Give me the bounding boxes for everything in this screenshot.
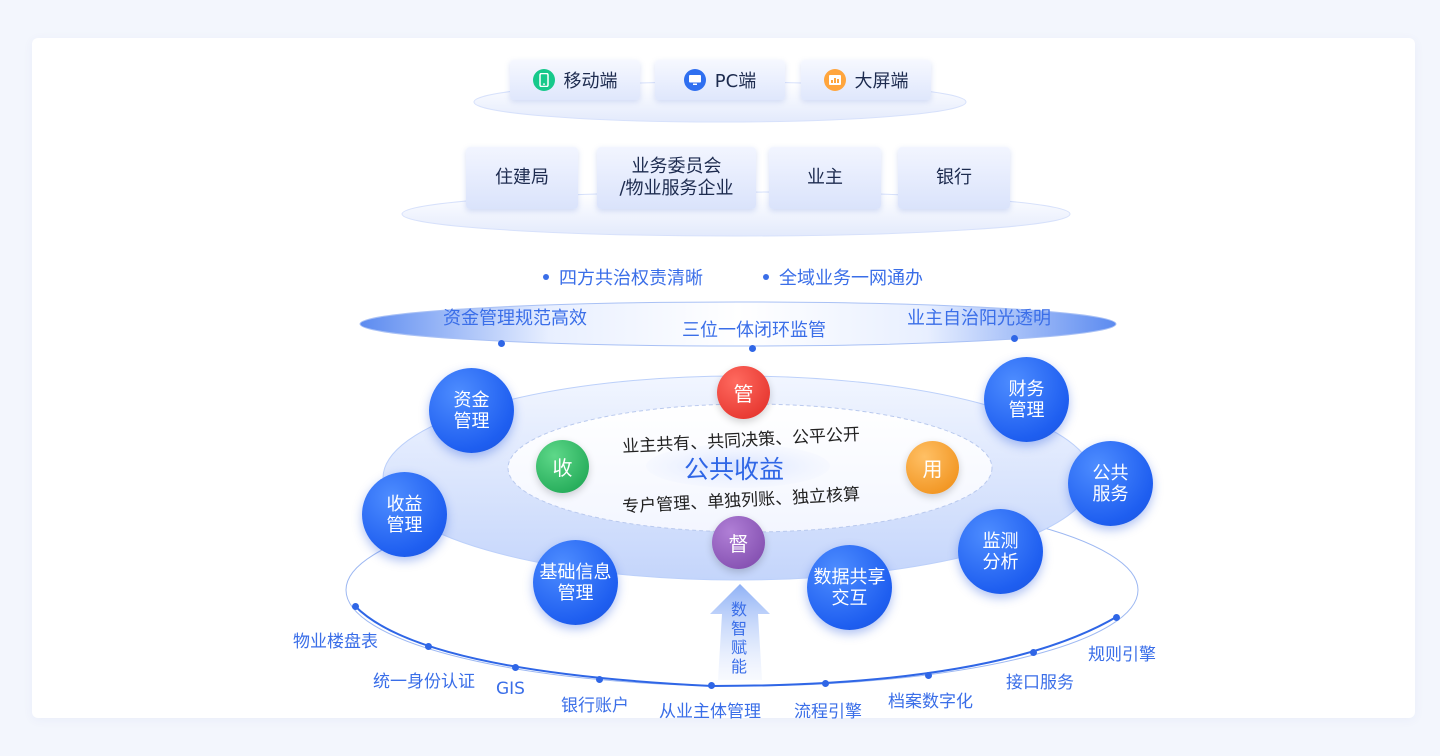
- base-dot: [822, 680, 829, 687]
- arrow-text: 数 智 赋 能: [730, 600, 747, 676]
- bullet-dot: [543, 274, 549, 280]
- device-bigscreen[interactable]: 大屏端: [801, 60, 931, 100]
- base-label-workflow: 流程引擎: [794, 702, 862, 722]
- module-income[interactable]: 收益管理: [362, 472, 447, 557]
- module-basic-info[interactable]: 基础信息管理: [533, 540, 618, 625]
- ring-label-fund: 资金管理规范高效: [443, 308, 587, 329]
- base-dot: [512, 664, 519, 671]
- device-mobile[interactable]: 移动端: [510, 60, 640, 100]
- base-label-interface: 接口服务: [1006, 673, 1074, 693]
- module-finance[interactable]: 财务管理: [984, 357, 1069, 442]
- dashboard-icon: [823, 69, 846, 91]
- base-label-building: 物业楼盘表: [293, 632, 378, 652]
- monitor-icon: [683, 69, 706, 91]
- module-data-share[interactable]: 数据共享交互: [807, 545, 892, 630]
- mobile-icon: [532, 69, 555, 91]
- base-dot: [1113, 614, 1120, 621]
- center-title: 公共收益: [684, 455, 785, 484]
- device-pc[interactable]: PC端: [655, 60, 785, 100]
- base-label-bank-account: 银行账户: [561, 696, 629, 716]
- module-fund[interactable]: 资金管理: [429, 368, 514, 453]
- device-label: PC端: [714, 71, 757, 92]
- device-label: 大屏端: [854, 71, 909, 92]
- value-ring: [359, 301, 1117, 347]
- base-label-archive: 档案数字化: [888, 692, 973, 712]
- core-highlight: [646, 444, 830, 488]
- base-dot: [596, 676, 603, 683]
- ring-label-supervision: 三位一体闭环监管: [682, 320, 826, 341]
- role-bank: 银行: [898, 147, 1010, 209]
- device-label: 移动端: [563, 71, 618, 92]
- bullet-one-network: 全域业务一网通办: [763, 264, 923, 290]
- ring-dot: [498, 340, 505, 347]
- ring-dot: [1011, 335, 1018, 342]
- base-label-rules: 规则引擎: [1088, 645, 1156, 665]
- module-monitor[interactable]: 监测分析: [958, 509, 1043, 594]
- role-housing-bureau: 住建局: [466, 147, 578, 209]
- base-dot: [1030, 649, 1037, 656]
- base-dot: [425, 643, 432, 650]
- base-dot: [352, 603, 359, 610]
- ring-label-autonomy: 业主自治阳光透明: [907, 308, 1051, 329]
- base-dot: [708, 682, 715, 689]
- node-shou: 收: [536, 440, 589, 493]
- role-committee: 业务委员会 /物业服务企业: [597, 147, 756, 209]
- base-label-identity: 统一身份认证: [373, 672, 475, 692]
- base-dot: [925, 672, 932, 679]
- base-label-gis: GIS: [496, 679, 525, 699]
- node-yong: 用: [906, 441, 959, 494]
- bullet-dot: [763, 274, 769, 280]
- node-guan: 管: [717, 366, 770, 419]
- base-label-practitioner: 从业主体管理: [659, 702, 761, 722]
- bullet-governance: 四方共治权责清晰: [543, 264, 703, 290]
- role-owner: 业主: [769, 147, 881, 209]
- module-public-service[interactable]: 公共服务: [1068, 441, 1153, 526]
- arrow-up: [710, 584, 770, 680]
- ring-dot: [749, 345, 756, 352]
- node-du: 督: [712, 516, 765, 569]
